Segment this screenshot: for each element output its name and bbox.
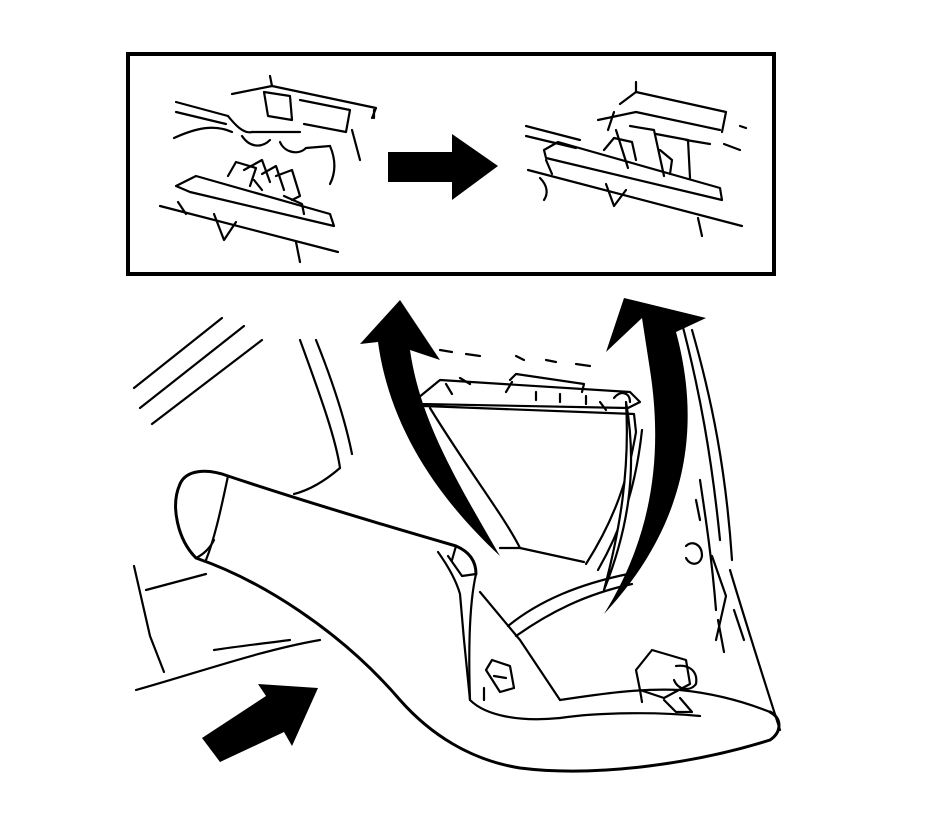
main-view [132, 298, 782, 773]
curved-arrow-up-icon-left [360, 300, 500, 556]
curved-arrow-up-icon-right [602, 298, 706, 614]
arrow-up-right-icon [202, 684, 318, 762]
inset-detail-panel [126, 52, 776, 276]
inset-after-view [524, 80, 748, 238]
arrow-right-icon [388, 134, 498, 200]
trim-panel [174, 469, 781, 773]
inset-before-view [158, 74, 378, 264]
